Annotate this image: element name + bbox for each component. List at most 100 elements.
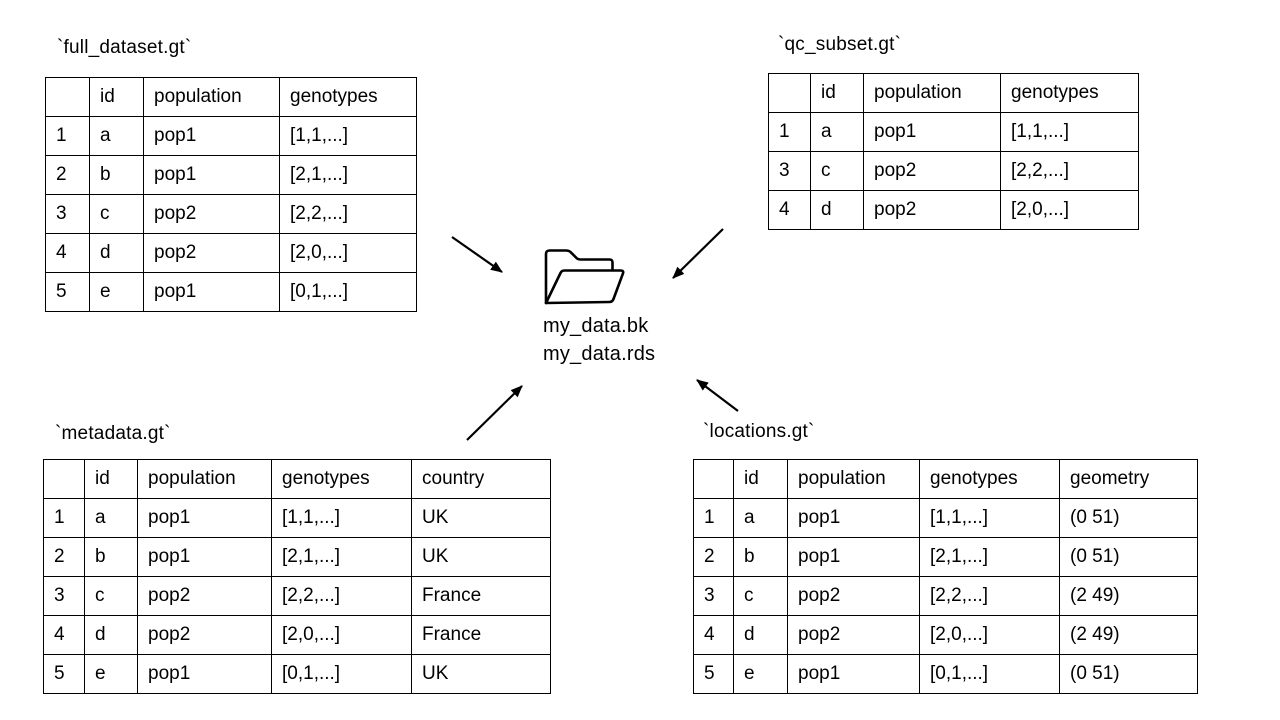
table-cell: pop1 [143,155,280,195]
column-header: population [863,73,1001,113]
column-header [693,459,734,499]
table-cell: a [89,116,144,156]
table-cell: pop1 [787,498,920,538]
column-header: population [143,77,280,117]
table-cell: 3 [768,151,811,191]
table-cell: 5 [43,654,85,694]
output-file-rds: my_data.rds [543,343,656,365]
table-cell: [0,1,...] [919,654,1060,694]
column-header: genotypes [919,459,1060,499]
table-cell: [1,1,...] [919,498,1060,538]
table-cell: c [733,576,788,616]
table-cell: (0 51) [1059,498,1198,538]
table-cell: c [89,194,144,234]
arrow-metadata-to-folder [466,385,523,441]
table-cell: 2 [43,537,85,577]
arrow-locations-to-folder [696,379,739,412]
table-cell: pop1 [143,116,280,156]
column-header: country [411,459,551,499]
table-cell: 3 [693,576,734,616]
table-cell: c [810,151,864,191]
table-cell: d [810,190,864,230]
table-cell: [2,0,...] [271,615,412,655]
table-cell: 2 [45,155,90,195]
table-cell: [1,1,...] [279,116,417,156]
table-cell: (0 51) [1059,537,1198,577]
table-cell: 1 [693,498,734,538]
table-cell: 3 [45,194,90,234]
table-title-full-dataset: `full_dataset.gt` [57,37,192,58]
table-cell: pop1 [787,537,920,577]
table-cell: 3 [43,576,85,616]
table-cell: 1 [45,116,90,156]
table-cell: d [733,615,788,655]
table-cell: [2,1,...] [271,537,412,577]
column-header [43,459,85,499]
arrow-qc-subset-to-folder [672,228,724,279]
table-title-metadata: `metadata.gt` [55,423,171,444]
table-cell: pop2 [863,151,1001,191]
table-cell: b [84,537,138,577]
column-header: id [810,73,864,113]
table-cell: b [89,155,144,195]
table-cell: [2,0,...] [279,233,417,273]
table-cell: 4 [45,233,90,273]
table-cell: pop2 [143,233,280,273]
table-cell: pop2 [863,190,1001,230]
table-cell: pop1 [137,498,272,538]
table-cell: pop2 [787,615,920,655]
table-cell: [2,1,...] [919,537,1060,577]
table-cell: France [411,615,551,655]
table-cell: UK [411,498,551,538]
table-cell: [2,2,...] [1000,151,1139,191]
table-cell: [2,0,...] [919,615,1060,655]
table-cell: e [89,272,144,312]
table-cell: d [84,615,138,655]
table-cell: [1,1,...] [1000,112,1139,152]
table-cell: 5 [45,272,90,312]
column-header [45,77,90,117]
table-title-locations: `locations.gt` [703,421,815,442]
column-header: genotypes [279,77,417,117]
table-cell: pop2 [137,615,272,655]
table-cell: (0 51) [1059,654,1198,694]
table-cell: a [733,498,788,538]
table-cell: 4 [768,190,811,230]
table-cell: UK [411,537,551,577]
table-cell: France [411,576,551,616]
table-cell: b [733,537,788,577]
table-cell: [0,1,...] [279,272,417,312]
column-header: population [787,459,920,499]
table-cell: (2 49) [1059,615,1198,655]
table-cell: pop1 [143,272,280,312]
table-cell: a [810,112,864,152]
table-cell: [0,1,...] [271,654,412,694]
table-cell: e [84,654,138,694]
table-cell: [1,1,...] [271,498,412,538]
table-cell: a [84,498,138,538]
arrow-full-dataset-to-folder [451,236,503,273]
output-file-bk: my_data.bk [543,315,649,337]
table-cell: pop1 [137,537,272,577]
table-cell: [2,2,...] [271,576,412,616]
open-folder-icon [544,249,625,305]
